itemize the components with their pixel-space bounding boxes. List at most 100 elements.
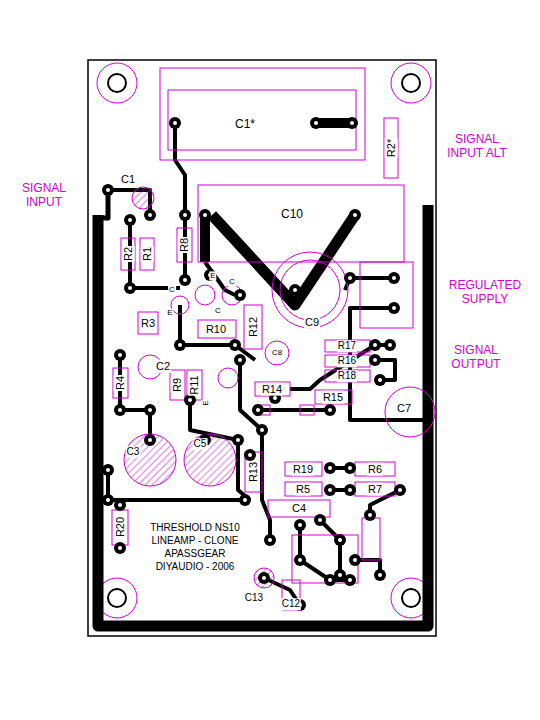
pad-hole bbox=[348, 466, 352, 470]
pad-hole bbox=[353, 558, 357, 562]
solder-pad bbox=[229, 339, 241, 351]
pad-hole bbox=[298, 558, 302, 562]
pad-hole bbox=[238, 293, 242, 297]
board-note: LINEAMP - CLONE bbox=[150, 535, 239, 547]
pad-hole bbox=[378, 378, 382, 382]
pad-hole bbox=[238, 358, 242, 362]
solder-pad bbox=[294, 519, 306, 531]
part-label: C1* bbox=[234, 118, 256, 132]
signal-label: REGULATED SUPPLY bbox=[436, 279, 534, 307]
solder-pad bbox=[294, 554, 306, 566]
solder-pad bbox=[169, 117, 181, 129]
solder-pad bbox=[179, 209, 191, 221]
solder-pad bbox=[174, 339, 186, 351]
solder-pad bbox=[258, 572, 270, 584]
part-label: C8 bbox=[271, 348, 283, 357]
pad-hole bbox=[298, 523, 302, 527]
part-label: R2* bbox=[385, 138, 398, 158]
pad-hole bbox=[392, 306, 396, 310]
solder-pad bbox=[144, 209, 156, 221]
pin-label: E bbox=[201, 399, 210, 406]
pad-hole bbox=[348, 276, 352, 280]
solder-pad bbox=[244, 449, 256, 461]
pad-hole bbox=[148, 213, 152, 217]
solder-pad bbox=[344, 484, 356, 496]
part-label: R7 bbox=[367, 483, 383, 496]
part-label: C13 bbox=[244, 592, 264, 604]
pad-hole bbox=[118, 353, 122, 357]
solder-pad bbox=[344, 462, 356, 474]
pad-hole bbox=[243, 498, 247, 502]
pad-hole bbox=[203, 213, 207, 217]
solder-pad bbox=[374, 569, 386, 581]
pad-hole bbox=[262, 576, 266, 580]
pad-hole bbox=[256, 408, 260, 412]
solder-pad bbox=[184, 394, 196, 406]
solder-pad bbox=[102, 464, 114, 476]
pad-hole bbox=[233, 343, 237, 347]
solder-pad bbox=[349, 554, 361, 566]
solder-pad bbox=[324, 462, 336, 474]
solder-pad bbox=[232, 434, 244, 446]
pad-hole bbox=[106, 188, 110, 192]
pad-hole bbox=[368, 513, 372, 517]
part-label: R3 bbox=[140, 317, 156, 330]
part-label: R2 bbox=[122, 246, 135, 262]
pad-hole bbox=[188, 398, 192, 402]
signal-label: SIGNAL INPUT ALT bbox=[444, 133, 510, 161]
solder-pad bbox=[114, 349, 126, 361]
solder-pad bbox=[388, 302, 400, 314]
pad-hole bbox=[293, 288, 297, 292]
signal-label: SIGNAL INPUT bbox=[11, 182, 77, 210]
board-note: DIYAUDIO - 2006 bbox=[155, 561, 236, 573]
solder-pad bbox=[102, 184, 114, 196]
pad-hole bbox=[183, 213, 187, 217]
ground-traces bbox=[98, 123, 428, 626]
solder-pad bbox=[199, 209, 211, 221]
part-label: R15 bbox=[322, 391, 344, 404]
solder-pad bbox=[234, 289, 246, 301]
pad-hole bbox=[118, 546, 122, 550]
solder-pad bbox=[324, 484, 336, 496]
solder-pad bbox=[124, 214, 136, 226]
solder-pad bbox=[256, 424, 268, 436]
pad-hole bbox=[353, 213, 357, 217]
part-label: C3 bbox=[126, 446, 141, 458]
pad-hole bbox=[118, 408, 122, 412]
solder-pad bbox=[369, 354, 381, 366]
solder-pad bbox=[252, 404, 264, 416]
part-label: R19 bbox=[292, 463, 314, 476]
pad-hole bbox=[178, 343, 182, 347]
part-label: C12 bbox=[281, 598, 301, 610]
pad-hole bbox=[348, 488, 352, 492]
solder-pad bbox=[264, 534, 276, 546]
part-label: C5 bbox=[193, 438, 208, 450]
pad-hole bbox=[106, 468, 110, 472]
pad-hole bbox=[388, 343, 392, 347]
part-label: R11 bbox=[188, 374, 201, 395]
part-label: R16 bbox=[337, 355, 357, 367]
board-note: APASSGEAR bbox=[164, 548, 227, 560]
solder-pad bbox=[334, 534, 346, 546]
part-label: R1 bbox=[141, 246, 154, 262]
solder-pad bbox=[114, 499, 126, 511]
solder-pad bbox=[349, 209, 361, 221]
solder-pad bbox=[344, 272, 356, 284]
part-label: R4 bbox=[114, 375, 127, 391]
solder-pad bbox=[344, 574, 356, 586]
pin-label: C bbox=[214, 306, 222, 315]
pad-hole bbox=[128, 218, 132, 222]
pin-label: C bbox=[228, 277, 236, 286]
pad-hole bbox=[318, 518, 322, 522]
part-label: C1 bbox=[120, 173, 136, 186]
pad-hole bbox=[183, 278, 187, 282]
pad-hole bbox=[392, 276, 396, 280]
pad-hole bbox=[348, 578, 352, 582]
solder-pad bbox=[346, 117, 358, 129]
pin-label: E bbox=[209, 271, 216, 280]
solder-pad bbox=[324, 574, 336, 586]
component-outlines bbox=[112, 68, 435, 610]
solder-pad bbox=[204, 269, 216, 281]
pad-hole bbox=[328, 488, 332, 492]
board-outline bbox=[88, 60, 436, 636]
